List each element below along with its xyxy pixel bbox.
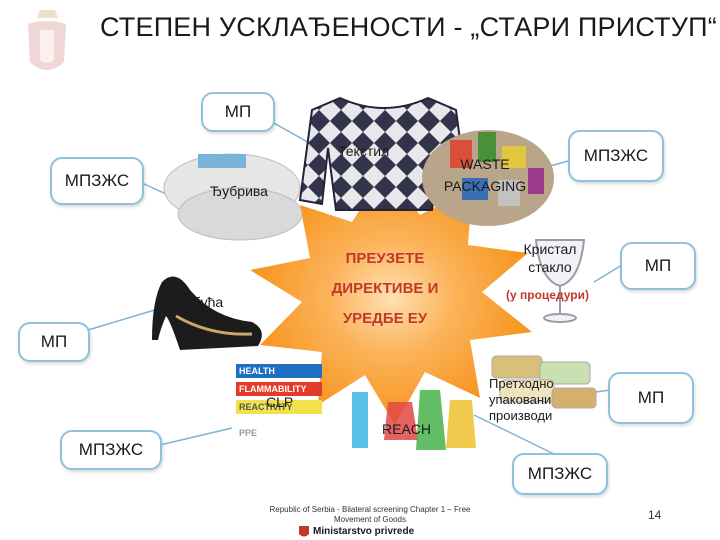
- shoe-image: [152, 277, 262, 350]
- label-waste-packaging: WASTE PACKAGING: [440, 153, 530, 197]
- hazard-tag-health: HEALTH: [236, 364, 322, 378]
- footer-brand: Ministarstvo privrede: [313, 526, 414, 537]
- label-prepacked-products: Претходно упаковани производи: [489, 376, 554, 424]
- connector-left-lower: [160, 428, 232, 445]
- center-title-line-2: ДИРЕКТИВЕ И: [290, 274, 480, 304]
- label-footwear: Обућа: [182, 294, 223, 310]
- callout-top: МП: [201, 92, 275, 132]
- callout-right-lower: МП: [608, 372, 694, 424]
- callout-left-lower: МПЗЖС: [60, 430, 162, 470]
- label-textile: Текстил: [338, 143, 389, 159]
- label-crystal-glass: Кристал стакло: [505, 240, 595, 276]
- label-prepacked-line-1: Претходно: [489, 376, 554, 392]
- label-crystal-line-2: стакло: [505, 258, 595, 276]
- callout-left-upper: МПЗЖС: [50, 157, 144, 205]
- center-title: ПРЕУЗЕТЕ ДИРЕКТИВЕ И УРЕДБЕ ЕУ: [290, 244, 480, 334]
- callout-right-upper: МПЗЖС: [568, 130, 664, 182]
- label-reach: REACH: [382, 421, 431, 437]
- center-title-line-3: УРЕДБЕ ЕУ: [290, 304, 480, 334]
- footer-logo-icon: [298, 525, 310, 539]
- connector-right-middle: [594, 265, 622, 282]
- callout-bottom: МПЗЖС: [512, 453, 608, 495]
- page-number: 14: [648, 508, 661, 522]
- footer-note-line-2: Movement of Goods: [250, 515, 490, 525]
- label-waste-packaging-line-2: PACKAGING: [440, 175, 530, 197]
- callout-right-middle: МП: [620, 242, 696, 290]
- label-clp: CLP: [266, 394, 293, 410]
- coat-of-arms-logo: [28, 10, 66, 70]
- footer-note-line-1: Republic of Serbia - Bilateral screening…: [250, 505, 490, 515]
- page-title: СТЕПЕН УСКЛАЂЕНОСТИ - „СТАРИ ПРИСТУП“: [100, 12, 700, 43]
- label-fertilizers: Ђубрива: [210, 183, 268, 199]
- label-prepacked-line-3: производи: [489, 408, 554, 424]
- label-crystal-line-1: Кристал: [505, 240, 595, 258]
- center-title-line-1: ПРЕУЗЕТЕ: [290, 244, 480, 274]
- footer-note: Republic of Serbia - Bilateral screening…: [250, 505, 490, 525]
- lab-flasks-image: [352, 390, 476, 450]
- hazard-tag-ppe: PPE: [236, 426, 322, 440]
- label-crystal-note: (у процедури): [506, 288, 589, 302]
- callout-left-middle: МП: [18, 322, 90, 362]
- label-prepacked-line-2: упаковани: [489, 392, 554, 408]
- label-waste-packaging-line-1: WASTE: [440, 153, 530, 175]
